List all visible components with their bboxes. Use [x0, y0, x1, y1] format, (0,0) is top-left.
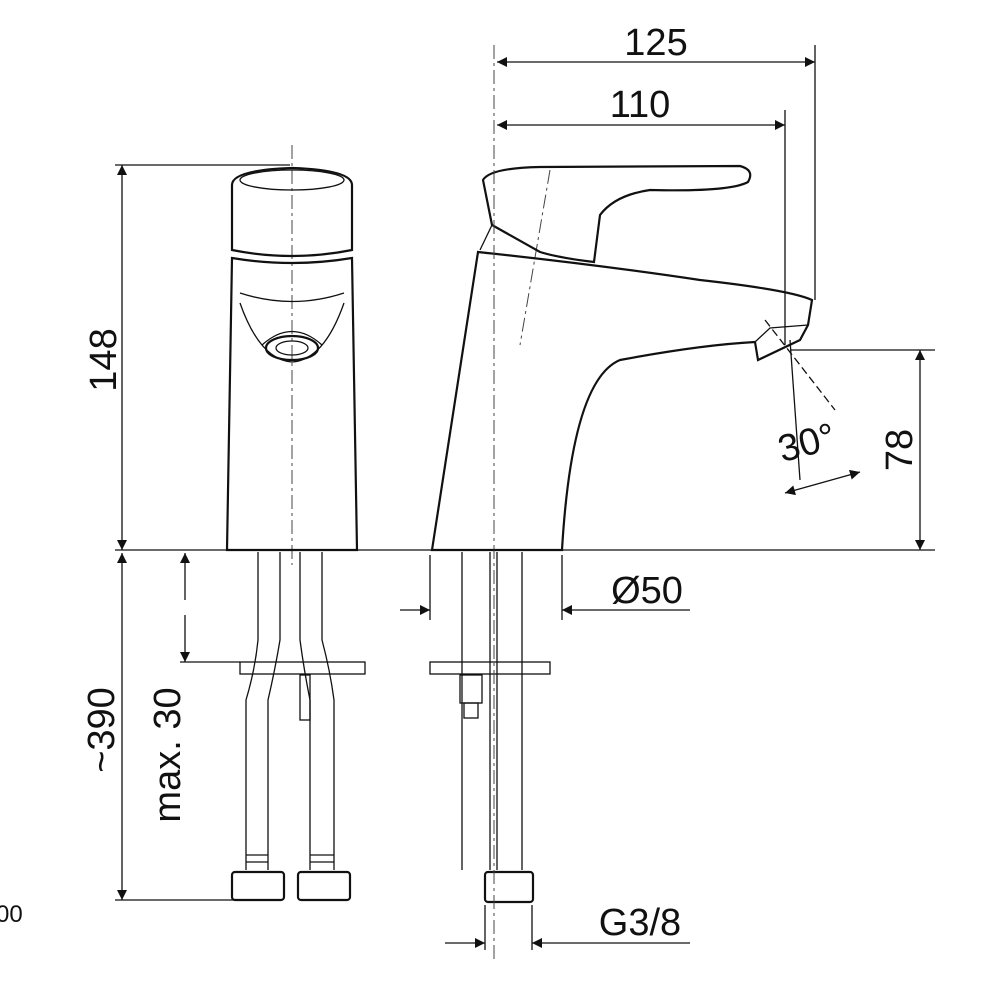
hose-nut-icon: [230, 870, 286, 902]
dim-125: 125: [624, 22, 687, 64]
front-view: [225, 145, 366, 902]
dim-30-degrees: 30°: [774, 416, 840, 471]
dim-110: 110: [610, 84, 671, 126]
dim-148: 148: [83, 328, 125, 391]
dim-thread: G3/8: [599, 902, 681, 944]
dim-diameter-50: Ø50: [611, 570, 683, 612]
aerator-icon: [264, 334, 320, 362]
hose-nut-icon: [483, 870, 535, 904]
dim-390: ~390: [81, 687, 123, 773]
dim-78: 78: [879, 429, 921, 471]
hose-nut-icon: [296, 870, 352, 902]
cut-off-label: 00: [0, 901, 23, 928]
dim-max-30: max. 30: [147, 687, 189, 822]
side-view: [429, 45, 836, 960]
dimension-lines: [115, 45, 935, 950]
